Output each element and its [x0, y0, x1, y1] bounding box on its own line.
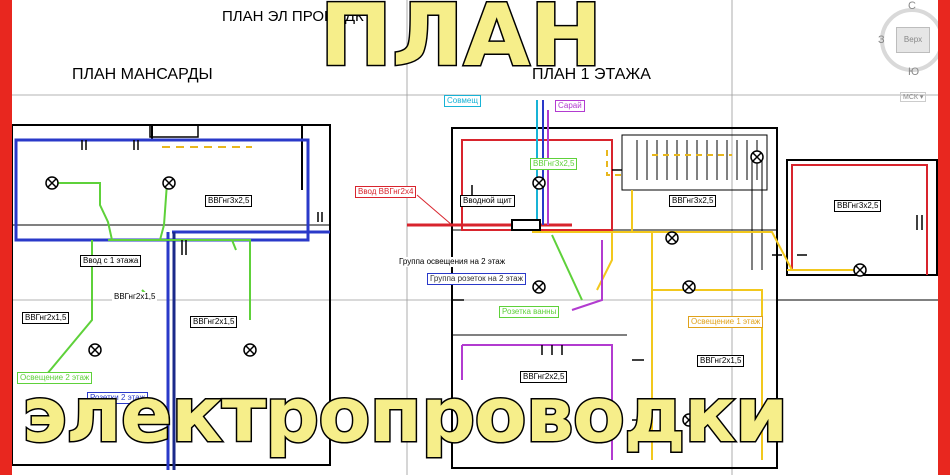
wire-tag-rozetki-2-etazh: Розетки 2 этаж — [87, 392, 148, 404]
viewcube[interactable]: С З Верх В Ю МСК ▾ — [874, 0, 938, 120]
electrical-plan-title: ПЛАН ЭЛ ПРОВОДК — [222, 8, 364, 25]
wire-tag-vvg3x2-5-d: ВВГнг3х2,5 — [205, 195, 253, 207]
attic-plan-title: ПЛАН МАНСАРДЫ — [72, 66, 213, 83]
wire-tag-vvg2x1-5-a: ВВГнг2х1,5 — [22, 312, 70, 324]
viewcube-south-label[interactable]: Ю — [908, 66, 920, 78]
wire-tag-saray: Сарай — [555, 100, 585, 112]
floor-plan-drawing — [12, 0, 938, 475]
wire-tag-vvod-1-etazh: Ввод с 1 этажа — [80, 255, 142, 267]
wire-tag-sovmeshch: Совмещ — [444, 95, 481, 107]
viewcube-north-label[interactable]: С — [908, 0, 916, 12]
wire-tag-rozetka-vannoy: Розетка ванны — [499, 306, 560, 318]
wire-tag-vvg2x1-5-c: ВВГнг2х1,5 — [190, 316, 238, 328]
wire-tag-vvod: Ввод ВВГнг2х4 — [355, 186, 417, 198]
overlay-title-plan: ПЛАН — [319, 0, 604, 88]
wire-tag-vvg3x2-5-b: ВВГнг3х2,5 — [669, 195, 717, 207]
attic-green-wiring — [41, 182, 251, 381]
viewcube-ring — [880, 8, 938, 72]
socket-symbols — [81, 140, 923, 421]
wire-tag-vvg2x1-5-b: ВВГнг2х1,5 — [112, 292, 158, 302]
cad-drawing-canvas[interactable]: ПЛАН ЭЛ ПРОВОДК ПЛАН МАНСАРДЫ ПЛАН 1 ЭТА… — [12, 0, 938, 475]
attic-walls — [12, 124, 331, 466]
wire-tag-vvg2x2-5: ВВГнг2х2,5 — [520, 371, 568, 383]
first-floor-plan-title: ПЛАН 1 ЭТАЖА — [532, 66, 651, 83]
wire-tag-osveshch-2-etazh: Освещение 2 этаж — [17, 372, 93, 384]
stairs — [636, 140, 763, 270]
wire-tag-vvodnoy-shchit: Вводной щит — [460, 195, 515, 207]
wire-tag-gruppa-osv: Группа освещения на 2 этаж — [397, 257, 508, 267]
wire-tag-vvg3x2-5-a: ВВГнг3х2,5 — [530, 158, 578, 170]
wire-tag-osveshch-1-etazh: Освещение 1 этаж — [688, 316, 764, 328]
switchboard-symbol — [511, 219, 541, 231]
first-floor-walls — [451, 127, 938, 469]
viewcube-top-face[interactable]: Верх — [896, 27, 930, 53]
wire-tag-gruppa-roz: Группа розеток на 2 этаж — [427, 273, 526, 285]
lamp-symbols — [45, 150, 867, 427]
wire-tag-vvg2x1-5-d: ВВГнг2х1,5 — [697, 355, 745, 367]
wcs-menu[interactable]: МСК ▾ — [900, 92, 927, 102]
wire-tag-vvg3x2-5-c: ВВГнг3х2,5 — [834, 200, 882, 212]
overlay-title-wiring: электропроводки — [20, 369, 789, 461]
viewcube-west-label[interactable]: З — [878, 34, 885, 46]
